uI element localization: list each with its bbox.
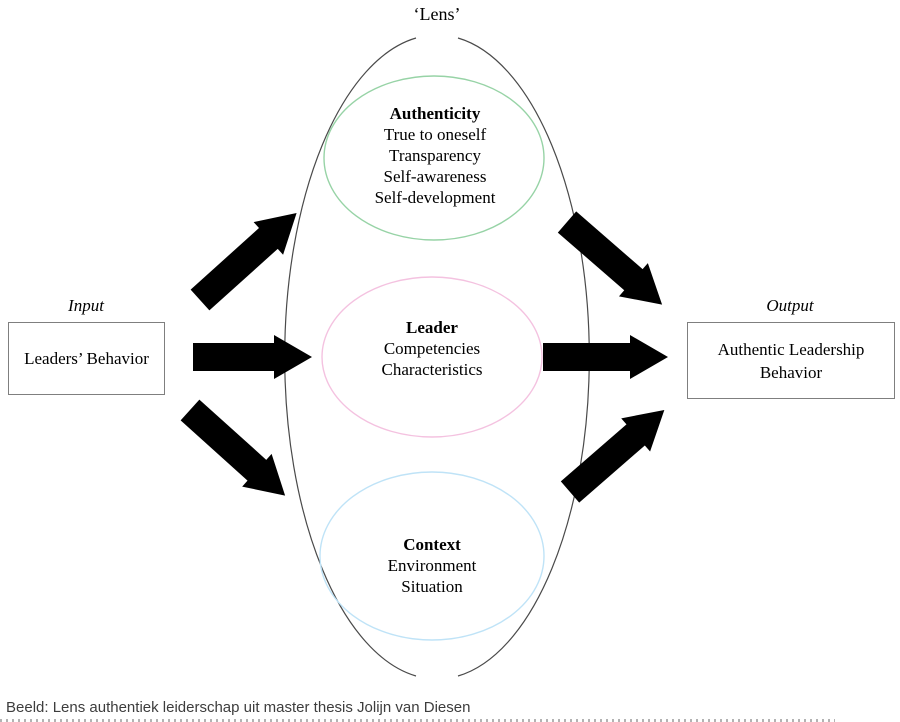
input-box: Leaders’ Behavior	[8, 322, 165, 395]
output-box-text: Authentic Leadership Behavior	[717, 339, 865, 382]
context-text-block: Context Environment Situation	[322, 534, 542, 597]
leader-title: Leader	[406, 318, 458, 337]
arrow-input-to-authenticity	[190, 213, 297, 311]
context-ellipse	[319, 471, 545, 641]
leader-line: Competencies	[383, 339, 481, 358]
arrow-shape	[557, 211, 663, 305]
leader-text-block: Leader Competencies Characteristics	[322, 317, 542, 380]
input-box-text: Leaders’ Behavior	[24, 349, 149, 368]
arrow-shape	[180, 399, 286, 496]
arrow-shape	[560, 409, 665, 503]
authenticity-line: Self-awareness	[383, 167, 487, 186]
arrow-input-to-leader	[193, 335, 312, 379]
leader-line: Characteristics	[381, 360, 483, 379]
authenticity-text-block: Authenticity True to oneself Transparenc…	[324, 103, 546, 208]
context-line: Situation	[401, 577, 463, 596]
authenticity-title: Authenticity	[389, 104, 481, 123]
authenticity-line: Transparency	[389, 146, 481, 165]
authenticity-line: Self-development	[374, 188, 496, 207]
image-credit-caption: Beeld: Lens authentiek leiderschap uit m…	[6, 699, 471, 716]
arrow-authenticity-to-output	[557, 211, 663, 305]
arrow-shape	[193, 335, 312, 379]
context-title: Context	[403, 535, 461, 554]
output-box: Authentic Leadership Behavior	[687, 322, 895, 399]
arrow-shape	[190, 213, 297, 311]
context-line: Environment	[387, 556, 477, 575]
arrow-input-to-context	[180, 399, 286, 496]
output-label: Output	[766, 296, 814, 315]
authenticity-line: True to oneself	[383, 125, 487, 144]
arrow-shape	[543, 335, 668, 379]
arrow-context-to-output	[560, 409, 665, 503]
diagram-title: ‘Lens’	[413, 4, 461, 24]
authenticity-ellipse	[323, 75, 545, 241]
leader-ellipse	[321, 276, 543, 438]
cutoff-text-row	[0, 719, 835, 722]
input-label: Input	[68, 296, 104, 315]
arrow-leader-to-output	[543, 335, 668, 379]
